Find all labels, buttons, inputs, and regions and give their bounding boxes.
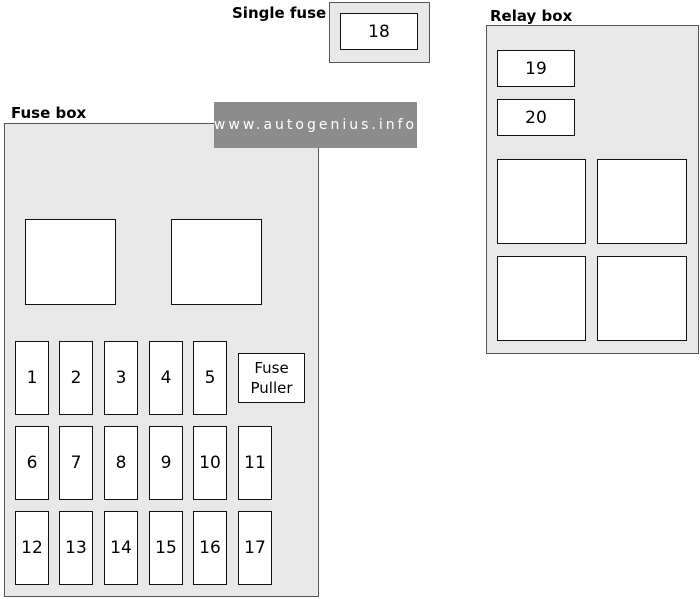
relay-box-title: Relay box — [490, 7, 573, 25]
relay-4 — [597, 256, 687, 341]
watermark: www.autogenius.info — [214, 102, 417, 148]
fuse-8: 8 — [104, 426, 138, 500]
fuse-20: 20 — [497, 99, 575, 136]
fuse-7: 7 — [59, 426, 93, 500]
fuse-puller-line2: Puller — [250, 379, 293, 397]
fuse-18: 18 — [340, 13, 418, 50]
fuse-19: 19 — [497, 50, 575, 87]
fuse-box-relay-1 — [25, 219, 116, 305]
fuse-10: 10 — [193, 426, 227, 500]
fuse-16: 16 — [193, 511, 227, 585]
fuse-box-relay-2 — [171, 219, 262, 305]
relay-3 — [497, 256, 586, 341]
fuse-17: 17 — [238, 511, 272, 585]
fuse-2: 2 — [59, 341, 93, 415]
fuse-4: 4 — [149, 341, 183, 415]
fuse-9: 9 — [149, 426, 183, 500]
fuse-box-title: Fuse box — [11, 104, 87, 122]
relay-1 — [497, 159, 586, 244]
fuse-13: 13 — [59, 511, 93, 585]
relay-2 — [597, 159, 687, 244]
fuse-12: 12 — [15, 511, 49, 585]
fuse-15: 15 — [149, 511, 183, 585]
fuse-6: 6 — [15, 426, 49, 500]
fuse-puller: Fuse Puller — [238, 353, 305, 403]
fuse-11: 11 — [238, 426, 272, 500]
fuse-5: 5 — [193, 341, 227, 415]
fuse-puller-line1: Fuse — [254, 359, 289, 377]
single-fuse-title: Single fuse — [232, 4, 327, 22]
fuse-14: 14 — [104, 511, 138, 585]
fuse-1: 1 — [15, 341, 49, 415]
fuse-3: 3 — [104, 341, 138, 415]
